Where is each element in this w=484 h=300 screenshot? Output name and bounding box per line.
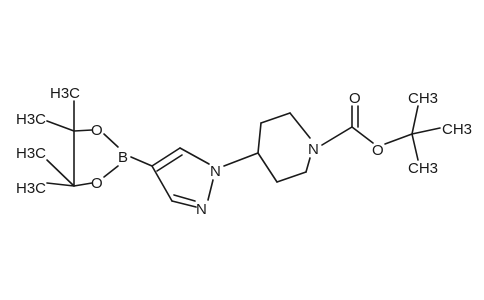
bond-c4-c5 — [151, 147, 181, 167]
bonds — [46, 100, 441, 208]
methyl-label-2: H3C — [16, 111, 46, 128]
atom-nitrogen-pyrazole-2: N — [196, 201, 207, 218]
bond-pip-c2a-n — [289, 112, 311, 139]
bond-o-c-tert — [384, 133, 413, 145]
bond-tbu-ch3-bottom — [411, 133, 419, 161]
methyl-label-6: CH3 — [442, 121, 472, 138]
bond-pip-c4-c3a — [257, 122, 262, 154]
bond-pip-c2b-c3b — [276, 171, 307, 183]
bond-n2-c3 — [171, 200, 197, 208]
atom-boron: B — [118, 149, 128, 166]
methyl-label-4: H3C — [16, 180, 46, 197]
bond-n1-n2 — [207, 179, 214, 201]
methyl-label-5: CH3 — [408, 90, 438, 107]
bond-tbu-ch3-top — [411, 105, 419, 135]
bond-c-ch3-4 — [46, 182, 75, 187]
atom-oxygen-carbonyl: O — [349, 90, 361, 107]
atom-oxygen-dioxaborolane-bottom: O — [91, 175, 103, 192]
bond-c3-c4 — [151, 165, 173, 202]
methyl-label-1: H3C — [50, 85, 80, 102]
bond-c-o-ester — [351, 126, 374, 144]
atom-oxygen-ester: O — [372, 142, 384, 159]
bond-b-c4 — [130, 156, 153, 167]
atom-labels: B O O N N N O O H3C H3C H3C H3C CH3 CH3 … — [16, 85, 472, 218]
bond-pip-c3b-c4 — [257, 152, 278, 183]
bond-c-ch3-3 — [46, 159, 75, 187]
atom-oxygen-dioxaborolane-top: O — [91, 122, 103, 139]
bond-c5-n1 — [179, 147, 210, 165]
bond-n1-pip-c4 — [223, 152, 259, 167]
bond-b-o-bottom — [103, 165, 119, 178]
bond-tbu-ch3-right — [411, 127, 441, 135]
atom-nitrogen-piperidine: N — [308, 141, 319, 158]
bond-n-c-carbonyl — [321, 126, 353, 146]
methyl-label-7: CH3 — [408, 160, 438, 177]
methyl-label-3: H3C — [16, 145, 46, 162]
bond-o-top-c — [73, 129, 93, 132]
bond-pip-n-c2b — [305, 157, 311, 173]
bond-b-o-top — [103, 133, 119, 148]
bond-c4-c5-double — [156, 154, 183, 172]
bond-o-bottom-c — [73, 182, 93, 187]
bond-n2-c3-double — [173, 194, 196, 202]
bond-pip-c3a-c2a — [260, 112, 291, 124]
atom-nitrogen-pyrazole-1: N — [210, 163, 221, 180]
bond-c-ch3-2 — [46, 120, 75, 132]
